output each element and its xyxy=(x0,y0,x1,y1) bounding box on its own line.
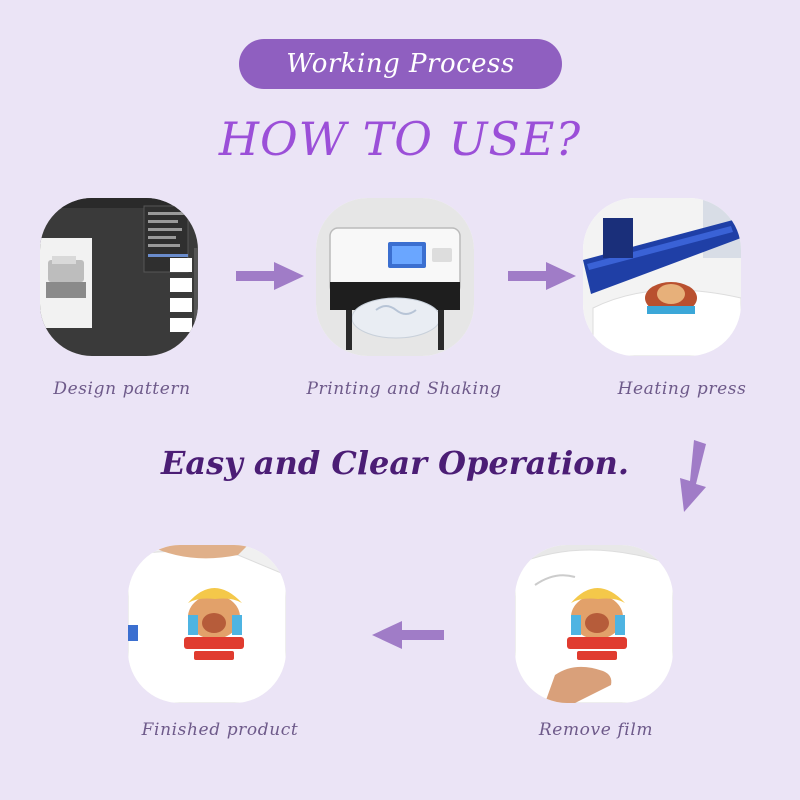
step-design-image xyxy=(40,198,198,356)
arrow-left-icon xyxy=(372,621,444,649)
step-label-heating: Heating press xyxy=(617,379,747,399)
step-label-design: Design pattern xyxy=(53,379,191,399)
printer-icon xyxy=(316,198,474,356)
step-label-printing: Printing and Shaking xyxy=(306,379,502,399)
subhead: Easy and Clear Operation. xyxy=(161,444,629,482)
step-printing-image xyxy=(316,198,474,356)
step-finished-image xyxy=(128,545,286,703)
pill-label: Working Process xyxy=(286,49,515,79)
heat-press-icon xyxy=(583,198,741,356)
step-label-finished: Finished product xyxy=(141,720,299,740)
working-process-pill: Working Process xyxy=(239,39,562,89)
headline: HOW TO USE? xyxy=(218,112,582,166)
tshirt-print-icon xyxy=(128,545,286,703)
design-software-icon xyxy=(40,198,198,356)
arrow-right-icon xyxy=(508,262,576,290)
step-heating-image xyxy=(583,198,741,356)
arrow-down-icon xyxy=(680,440,706,512)
tshirt-print-icon xyxy=(515,545,673,703)
step-remove-film-image xyxy=(515,545,673,703)
step-label-remove-film: Remove film xyxy=(538,720,654,740)
arrow-right-icon xyxy=(236,262,304,290)
